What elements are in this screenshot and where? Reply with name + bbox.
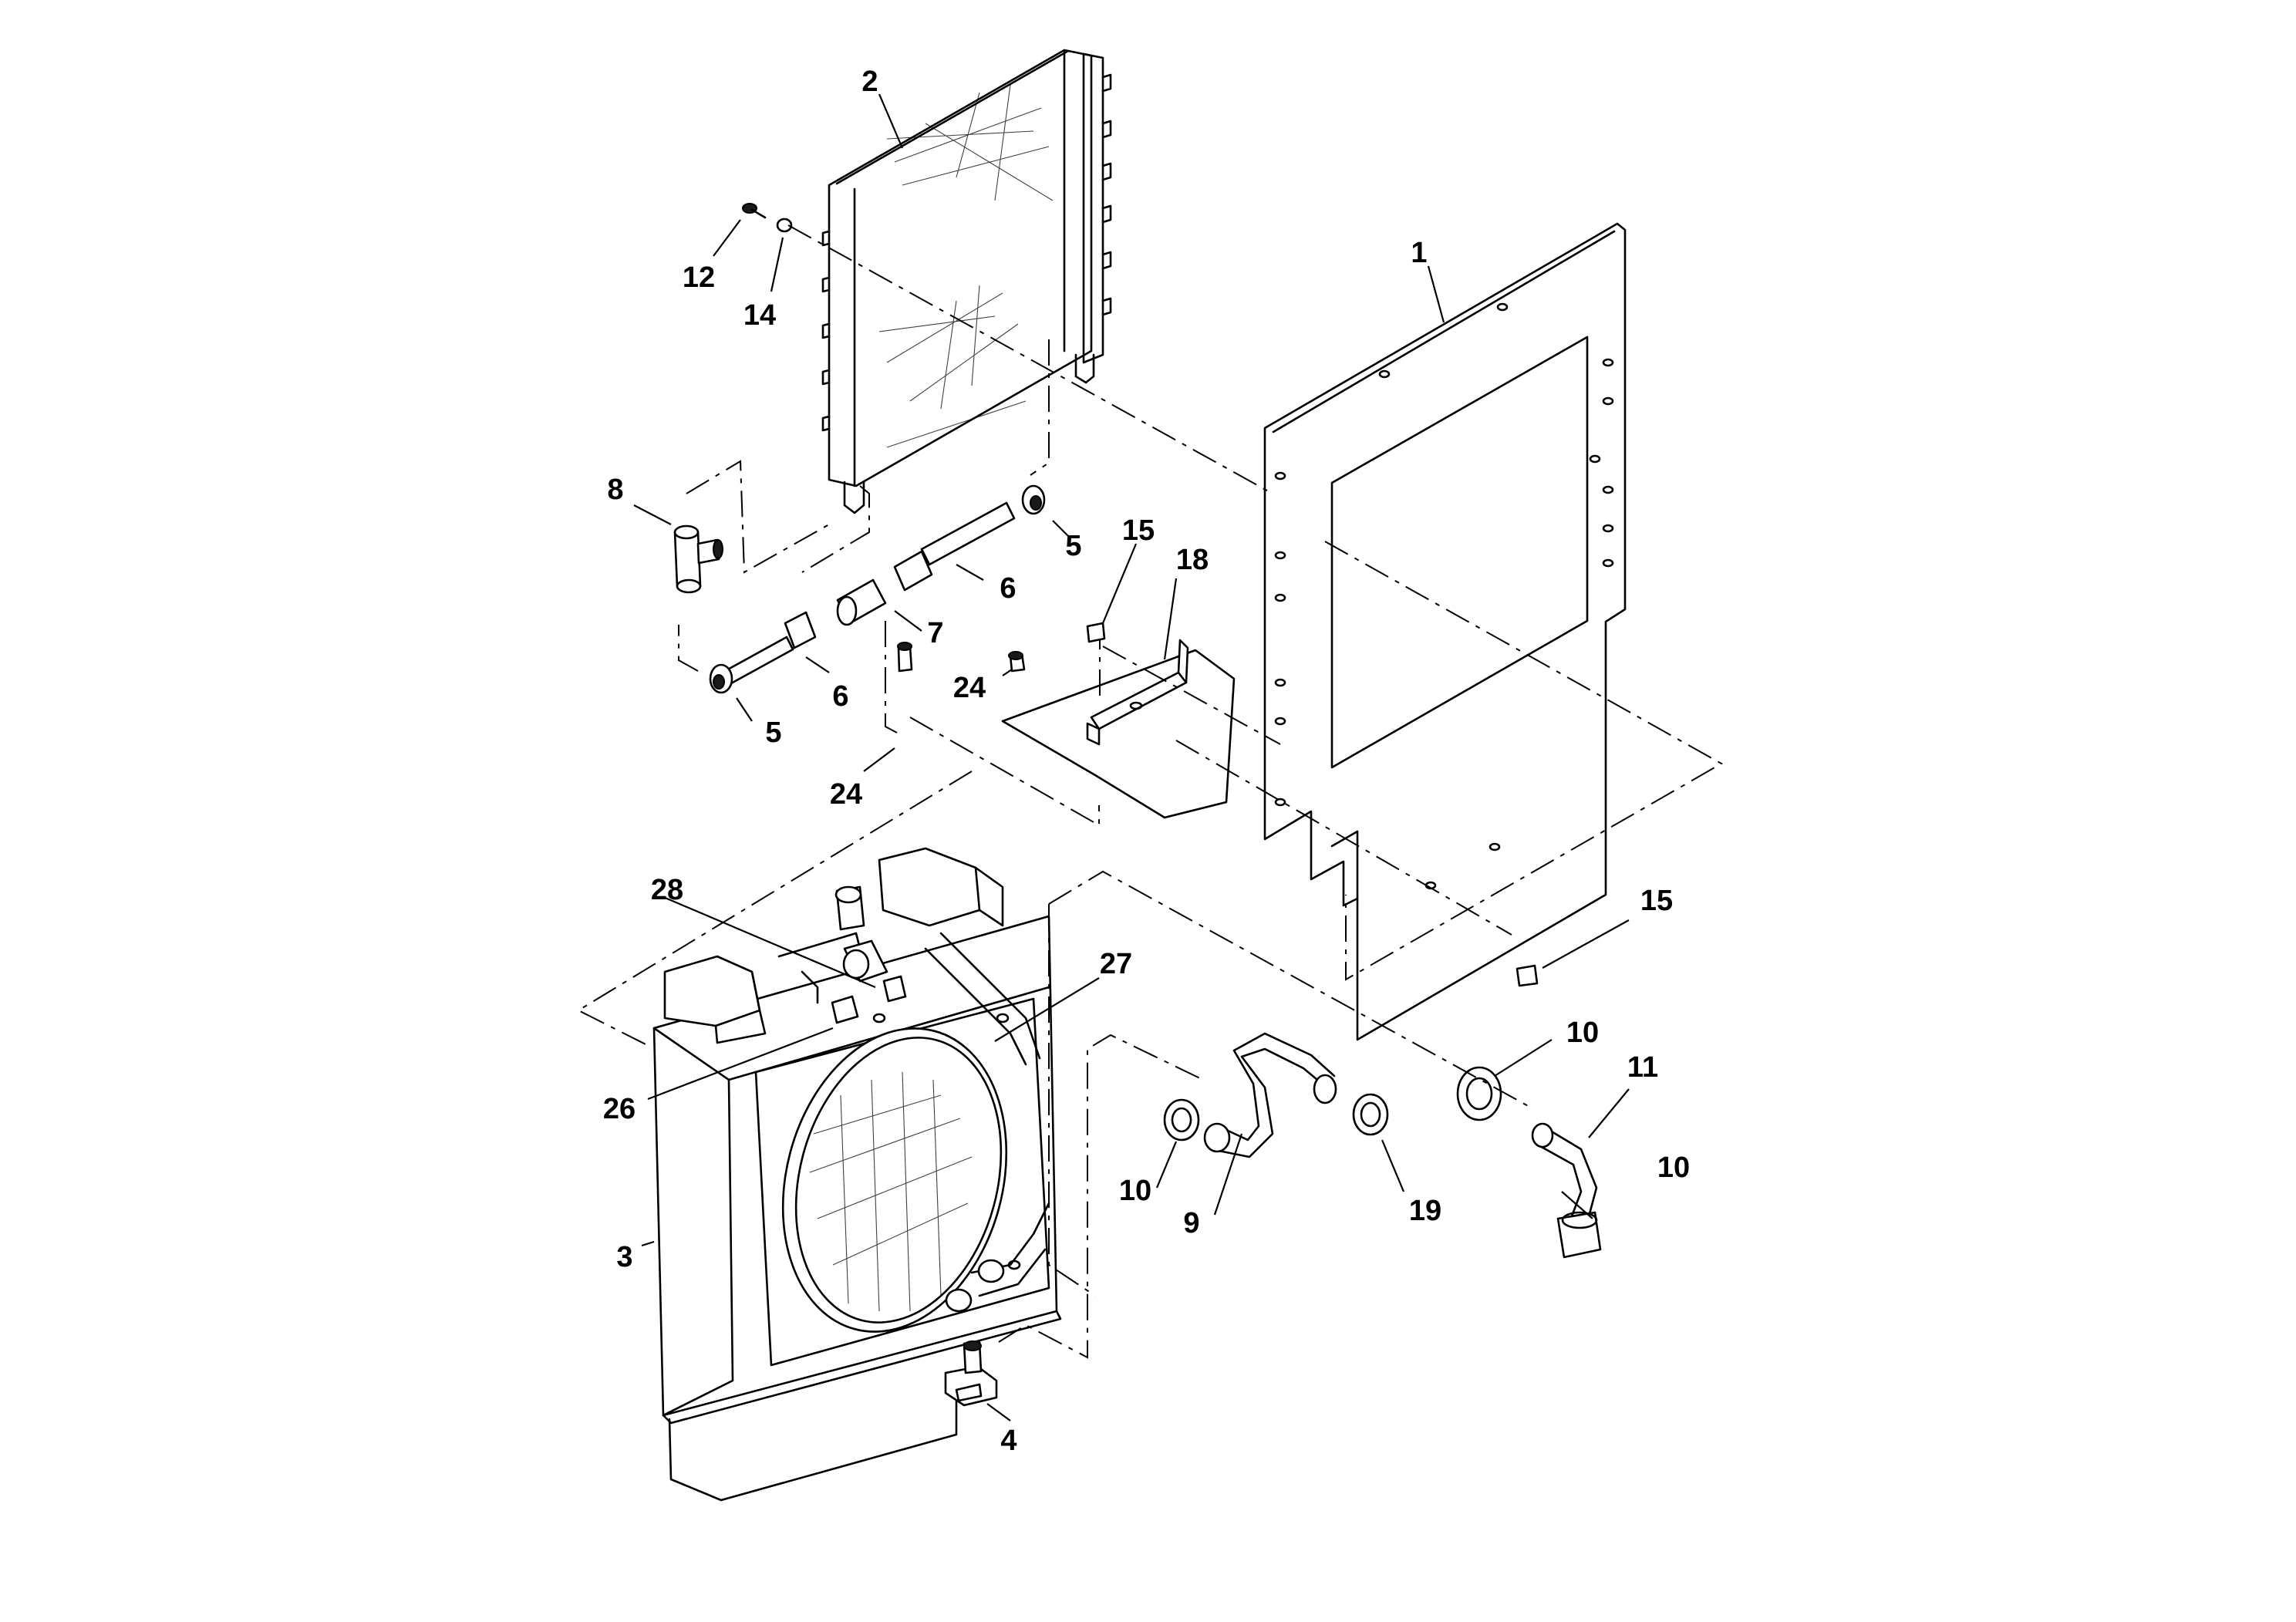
callout-6b: 6 (832, 680, 848, 713)
callout-19: 19 (1409, 1195, 1441, 1227)
radiator-assembly (652, 847, 1062, 1502)
callout-2: 2 (861, 66, 878, 98)
refrigerant-line (709, 484, 1046, 694)
callout-27: 27 (1100, 948, 1132, 980)
callout-11: 11 (1627, 1051, 1658, 1084)
fasteners (742, 203, 1539, 1024)
lower-hose (1163, 1032, 1389, 1158)
callout-24a: 24 (953, 672, 986, 704)
tee-fitting (673, 524, 723, 594)
callout-26: 26 (603, 1093, 636, 1125)
callout-15b: 15 (1640, 885, 1673, 917)
callout-10a: 10 (1119, 1175, 1151, 1207)
leader-lines (633, 93, 1630, 1421)
callout-5b: 5 (765, 717, 781, 749)
condenser-core (821, 49, 1112, 514)
callout-8: 8 (607, 474, 623, 506)
callout-14: 14 (743, 299, 776, 332)
bracket (1001, 639, 1236, 819)
callout-9: 9 (1183, 1207, 1199, 1239)
upper-hose (1456, 1066, 1602, 1259)
callout-24b: 24 (830, 778, 862, 811)
callout-labels: 1 2 3 4 5 5 6 6 7 8 9 10 10 10 11 12 14 … (603, 66, 1690, 1457)
callout-6a: 6 (1000, 572, 1016, 605)
mounting-plate (1263, 222, 1627, 1041)
callout-1: 1 (1411, 237, 1427, 269)
callout-15a: 15 (1122, 514, 1155, 547)
drain-cock (944, 1340, 998, 1407)
callout-18: 18 (1176, 544, 1209, 576)
callout-4: 4 (1000, 1425, 1017, 1457)
callout-12: 12 (683, 261, 715, 294)
callout-7: 7 (927, 617, 943, 649)
callout-5a: 5 (1065, 530, 1081, 562)
callout-10c: 10 (1657, 1152, 1690, 1184)
callout-3: 3 (616, 1241, 632, 1273)
callout-28: 28 (651, 874, 683, 906)
callout-10b: 10 (1566, 1017, 1599, 1049)
assembly-centerlines (576, 224, 1724, 1359)
